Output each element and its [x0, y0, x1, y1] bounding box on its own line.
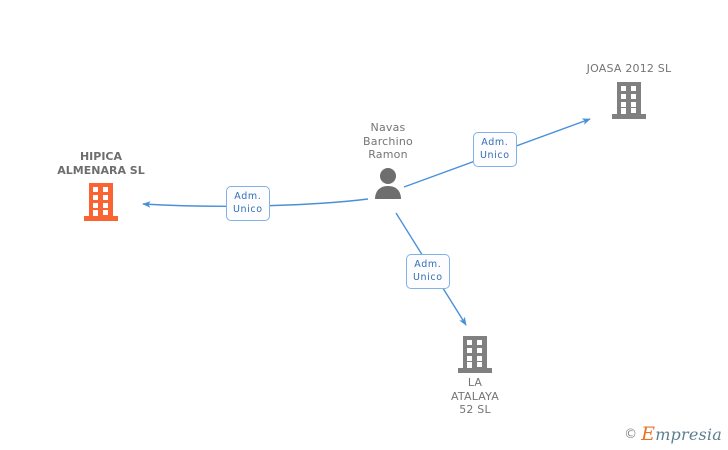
building-icon[interactable]: [612, 81, 646, 119]
edge-label-adm-unico-hipica[interactable]: Adm. Unico: [226, 186, 270, 221]
node-hipica-almenara-sl[interactable]: HIPICA ALMENARA SL: [26, 150, 176, 222]
person-icon[interactable]: [373, 167, 403, 199]
building-icon[interactable]: [84, 182, 118, 222]
brand-name: Empresia: [641, 425, 722, 444]
brand-initial: E: [641, 423, 656, 445]
node-label-person: Navas Barchino Ramon: [363, 121, 413, 161]
copyright-icon: ©: [624, 427, 638, 442]
empresia-watermark: © Empresia: [624, 425, 722, 444]
node-la-atalaya-52-sl[interactable]: LA ATALAYA 52 SL: [400, 335, 550, 417]
brand-rest: mpresia: [655, 425, 722, 444]
building-icon[interactable]: [458, 335, 492, 373]
edge-person-hipica[interactable]: [142, 198, 369, 208]
edge-label-adm-unico-atalaya[interactable]: Adm. Unico: [406, 254, 450, 289]
node-label-atalaya: LA ATALAYA 52 SL: [451, 376, 499, 416]
node-label-joasa: JOASA 2012 SL: [586, 62, 672, 75]
node-label-hipica: HIPICA ALMENARA SL: [57, 150, 145, 177]
node-navas-barchino-ramon[interactable]: Navas Barchino Ramon: [313, 121, 463, 199]
edge-label-adm-unico-joasa[interactable]: Adm. Unico: [473, 132, 517, 167]
node-joasa-2012-sl[interactable]: JOASA 2012 SL: [554, 62, 704, 119]
